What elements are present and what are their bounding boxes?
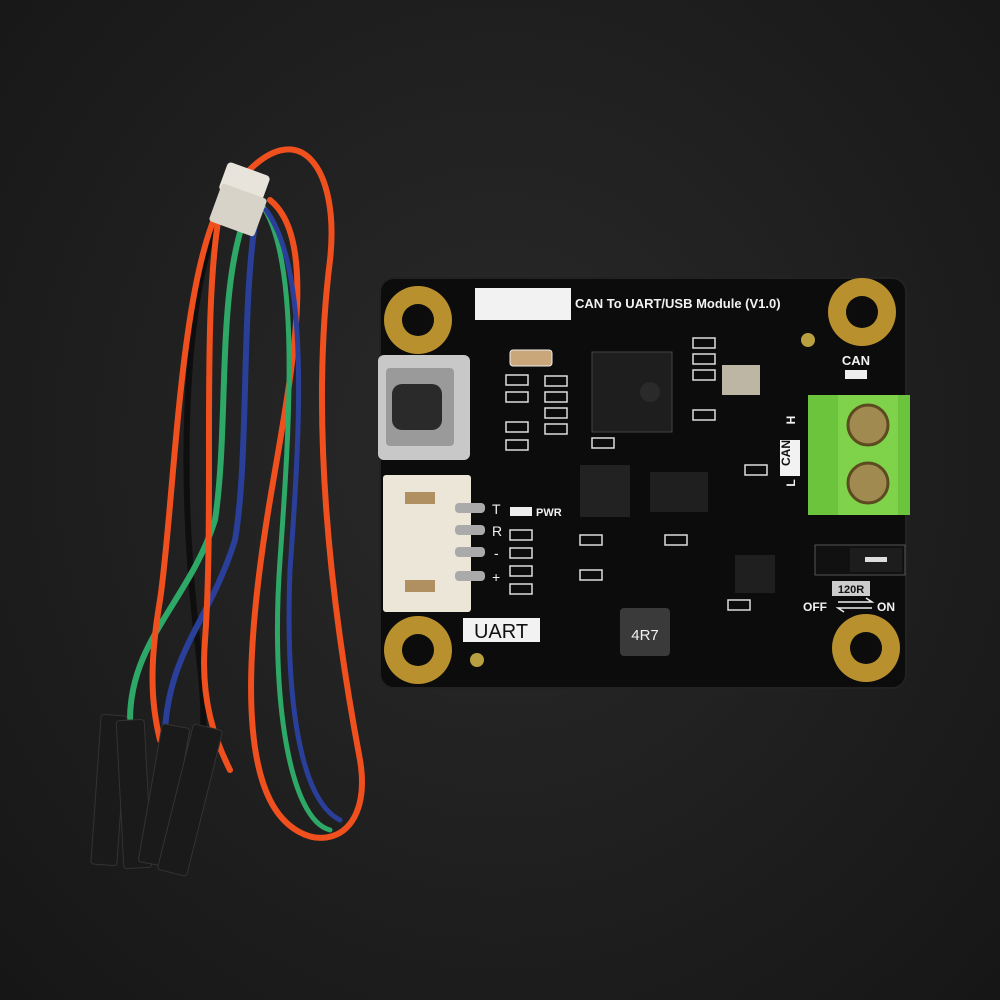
uart-connector — [383, 475, 485, 612]
dupont-headers — [90, 713, 223, 877]
uart-pin-r: R — [492, 523, 502, 539]
termination-jumper[interactable] — [814, 544, 906, 576]
uart-pin-t: T — [492, 501, 501, 517]
wire-blue-loop — [263, 207, 343, 823]
wire-orange-loop — [237, 146, 365, 841]
uart-pin-minus: - — [494, 545, 499, 561]
ldo-regulator — [735, 555, 775, 593]
termination-label: 120R — [838, 584, 864, 596]
mcu-chip — [591, 351, 673, 433]
inductor — [620, 608, 670, 656]
gravity-label: Gravity — [488, 292, 558, 317]
wire-orange-1 — [149, 187, 233, 743]
uart-label: UART — [474, 621, 528, 643]
cable-assembly — [127, 146, 365, 841]
can-led-label: CAN — [842, 353, 870, 368]
usb-c-port — [378, 355, 470, 460]
can-terminal-block[interactable] — [808, 395, 910, 515]
isolated-dcdc — [650, 472, 708, 512]
uart-pin-plus: + — [492, 569, 500, 585]
wire-orange-2 — [201, 197, 233, 773]
terminal-l-label: L — [784, 479, 798, 486]
switch-arrows-icon — [835, 597, 875, 613]
switch-on-label: ON — [877, 600, 895, 614]
can-transceiver-chip — [580, 465, 630, 517]
terminal-can-label: CAN — [779, 440, 793, 466]
capacitor — [509, 349, 553, 367]
crystal — [722, 365, 760, 395]
wire-blue — [162, 202, 261, 733]
wire-green-loop — [259, 202, 333, 833]
can-led — [845, 370, 867, 379]
jst-cable-connector — [209, 162, 270, 237]
terminal-h-label: H — [784, 416, 798, 425]
mounting-hole — [384, 278, 900, 684]
pwr-label: PWR — [536, 507, 562, 519]
smd-components — [505, 337, 768, 611]
wire-black — [183, 187, 239, 763]
switch-off-label: OFF — [803, 600, 827, 614]
inductor-marking: 4R7 — [631, 627, 659, 644]
wire-green — [127, 202, 253, 723]
board-title: CAN To UART/USB Module (V1.0) — [575, 296, 781, 311]
pwr-led — [510, 507, 532, 516]
pcb-board: 4R7 Gravity CAN To UART/USB Module (V1.0… — [378, 277, 910, 689]
